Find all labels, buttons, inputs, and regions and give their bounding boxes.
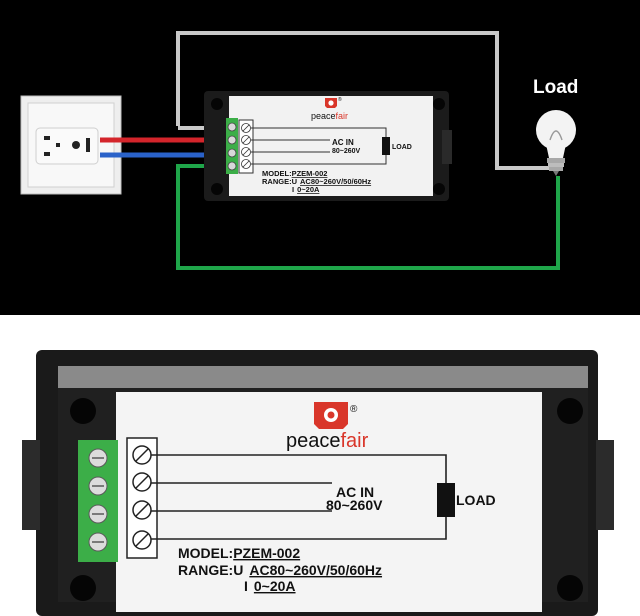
terminal-block — [226, 118, 238, 174]
light-bulb-icon — [536, 110, 576, 176]
wall-socket — [20, 95, 122, 195]
wire-green — [176, 164, 560, 270]
meter-small: peacefair ® AC IN 80~260V LOAD MODEL:PZE… — [204, 91, 452, 201]
model-line: MODEL:PZEM-002 — [262, 169, 327, 178]
ac-in-label: AC IN — [332, 138, 354, 147]
voltage-range-label: 80~260V — [332, 148, 361, 155]
model-line: MODEL:PZEM-002 — [178, 545, 300, 561]
screw-hole — [433, 183, 445, 195]
brand-name: peacefair — [311, 111, 348, 121]
load-label: LOAD — [456, 492, 496, 508]
meter-large: ® peacefair AC IN 80~260V LOAD MODEL:PZE… — [22, 350, 614, 616]
screw-hole — [211, 98, 223, 110]
screw-hole — [70, 575, 96, 601]
screw-hole — [70, 398, 96, 424]
screw-hole — [557, 398, 583, 424]
screw-hole — [211, 183, 223, 195]
screw-hole — [557, 575, 583, 601]
svg-text:®: ® — [350, 404, 358, 415]
brand-name: peacefair — [286, 430, 369, 452]
wire-gray — [176, 31, 552, 170]
load-label: LOAD — [392, 144, 412, 151]
svg-text:®: ® — [338, 96, 342, 103]
ac-in-label: AC IN — [336, 484, 374, 500]
screw-hole — [433, 98, 445, 110]
voltage-range-label: 80~260V — [326, 497, 383, 513]
load-caption: Load — [533, 77, 578, 98]
